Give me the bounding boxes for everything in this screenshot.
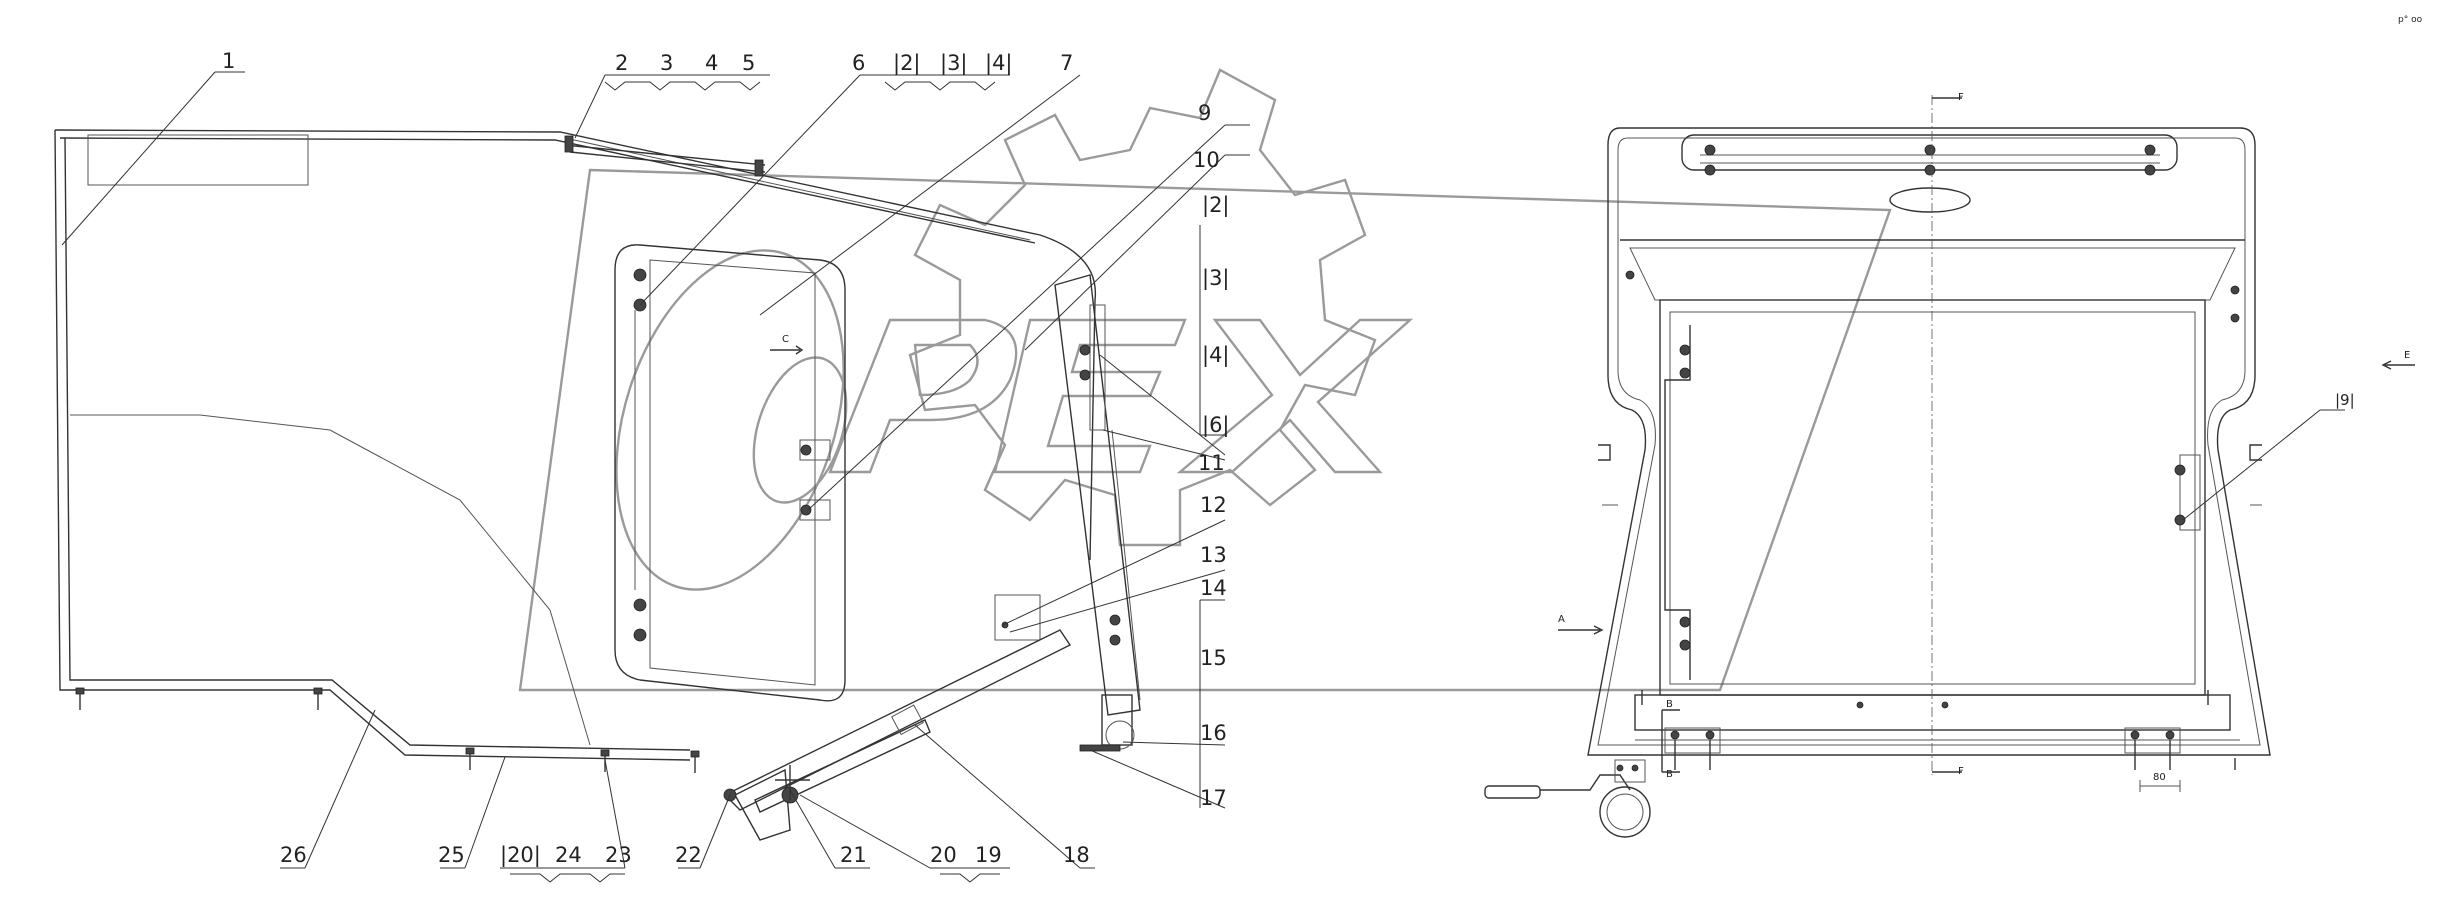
label-24: 24 (555, 843, 582, 867)
label-5: 5 (742, 51, 755, 75)
label-19: 19 (975, 843, 1002, 867)
label-13: 13 (1200, 543, 1227, 567)
label-15: 15 (1200, 646, 1227, 670)
label-9-front-view: |9| (2335, 391, 2355, 409)
label-3: 3 (660, 51, 673, 75)
dimension-80: 80 (2153, 772, 2166, 783)
section-e: E (2404, 350, 2410, 361)
label-7: 7 (1060, 51, 1073, 75)
floor-bolts (75, 687, 700, 773)
section-f-bottom: F (1958, 766, 1964, 777)
label-col-group-2: |3| (1202, 266, 1230, 291)
label-2: 2 (615, 51, 628, 75)
label-col-group-3: |4| (1202, 343, 1230, 368)
leader-lines (61, 71, 1250, 883)
watermark-logo (518, 68, 1892, 692)
label-group-bottom: |20| (500, 843, 541, 868)
label-1: 1 (222, 49, 235, 73)
label-21: 21 (840, 843, 867, 867)
cabin-door (614, 244, 846, 702)
corner-mark: p° oo (2398, 15, 2423, 25)
label-4: 4 (705, 51, 718, 75)
label-6: 6 (852, 51, 865, 75)
label-group-top-3: |4| (985, 51, 1013, 76)
label-10: 10 (1193, 148, 1220, 172)
label-16: 16 (1200, 721, 1227, 745)
label-18: 18 (1063, 843, 1090, 867)
label-23: 23 (605, 843, 632, 867)
section-c: C (782, 334, 789, 345)
label-26: 26 (280, 843, 307, 867)
part-number-labels: 1 2 3 4 5 6 |2| |3| |4| 7 9 10 |2| |3| |… (222, 49, 2355, 868)
section-f-top: F (1958, 92, 1964, 103)
label-9: 9 (1198, 101, 1211, 125)
cabin-front-view (1484, 95, 2415, 838)
label-col-group-4: |6| (1202, 413, 1230, 438)
cabin-side-view (54, 129, 1097, 773)
gas-strut-linkage (723, 629, 1072, 841)
label-20: 20 (930, 843, 957, 867)
label-14: 14 (1200, 576, 1227, 600)
label-group-top-2: |3| (940, 51, 968, 76)
label-12: 12 (1200, 493, 1227, 517)
label-25: 25 (438, 843, 465, 867)
label-col-group-1: |2| (1202, 193, 1230, 218)
label-17: 17 (1200, 786, 1227, 810)
label-22: 22 (675, 843, 702, 867)
section-marks: C A E F F B B 80 p° oo (782, 15, 2423, 783)
section-a: A (1558, 614, 1565, 625)
section-b-bottom: B (1666, 769, 1673, 780)
section-b-top: B (1666, 699, 1673, 710)
label-11: 11 (1198, 451, 1225, 475)
label-group-top-1: |2| (893, 51, 921, 76)
